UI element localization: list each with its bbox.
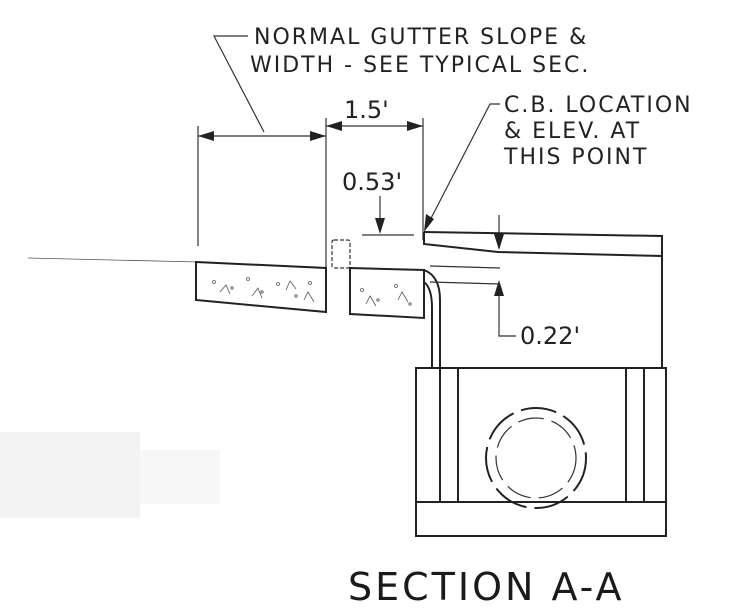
depth-0-53-arrow <box>362 196 414 236</box>
curb-face <box>325 239 351 312</box>
dimension-0-22: 0.22' <box>520 322 580 350</box>
outlet-pipe <box>485 407 587 509</box>
cb-location-leader <box>424 103 500 232</box>
inlet-throat <box>423 231 663 368</box>
gutter-note-leader <box>213 35 265 133</box>
gutter-note-line-1: NORMAL GUTTER SLOPE & <box>254 25 588 50</box>
catch-basin-box <box>415 367 667 537</box>
basin-top-slab <box>349 266 425 320</box>
gutter-note-line-2: WIDTH - SEE TYPICAL SEC. <box>250 53 590 78</box>
width-1-5-dimension-line <box>326 121 423 131</box>
scan-stipple <box>0 432 220 518</box>
gutter-width-dimension-line <box>198 131 326 141</box>
dimension-1-5: 1.5' <box>344 96 389 124</box>
dimension-0-53: 0.53' <box>342 168 402 196</box>
cb-note-line-1: C.B. LOCATION <box>504 93 693 118</box>
section-title: SECTION A-A <box>348 565 625 609</box>
depth-0-22-arrows <box>494 215 516 337</box>
gutter-slab <box>195 260 327 314</box>
cb-note-line-3: THIS POINT <box>503 145 648 170</box>
cb-note-line-2: & ELEV. AT <box>504 119 641 144</box>
extension-lines <box>197 118 424 268</box>
